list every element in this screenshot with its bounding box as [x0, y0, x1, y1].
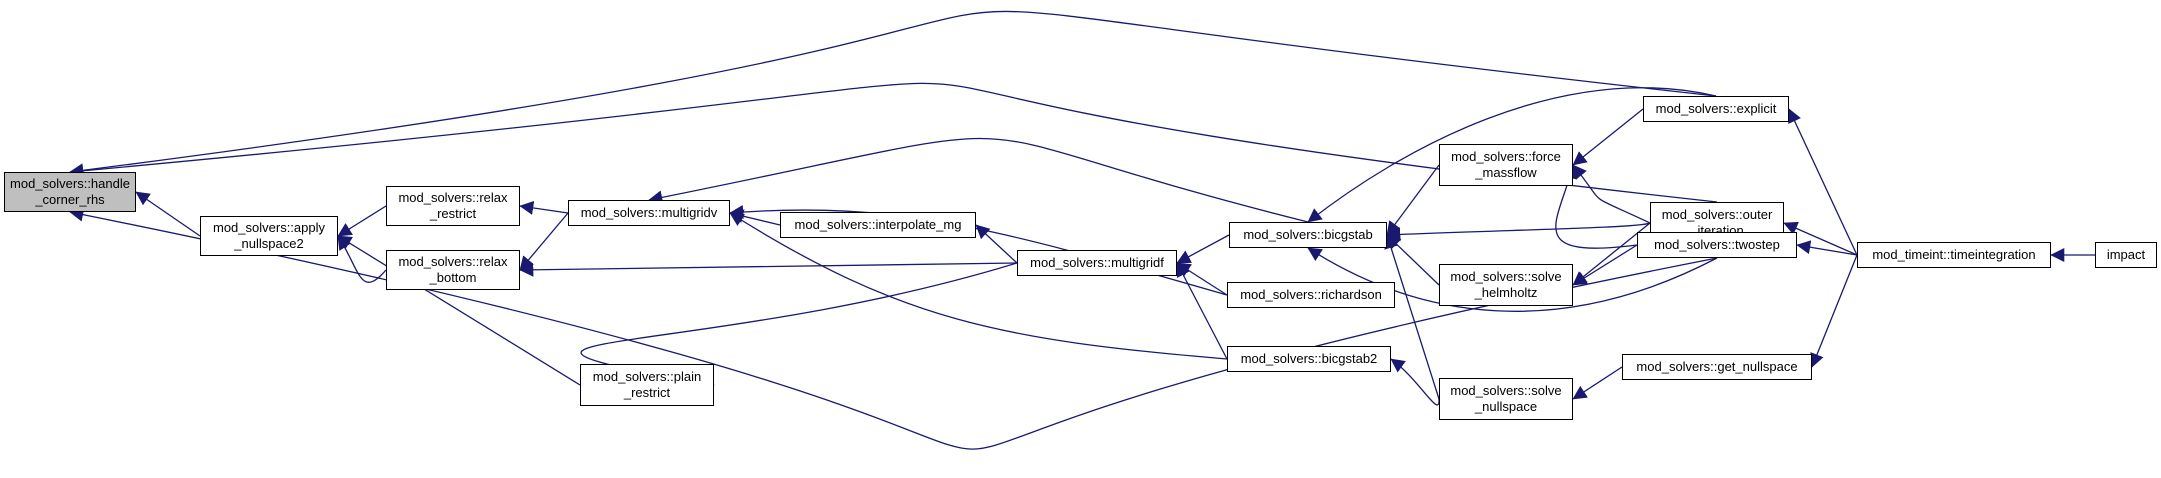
- node-label-line1: mod_solvers::outer: [1661, 207, 1773, 222]
- edge-solve_nullspace-to-bicgstab2: [1390, 358, 1440, 406]
- node-label-line2: _restrict: [623, 385, 671, 400]
- node-label-line1: mod_solvers::interpolate_mg: [794, 217, 962, 232]
- edge-timeintegration-to-twostep: [1796, 240, 1858, 256]
- node-label-line1: mod_solvers::handle: [10, 176, 130, 191]
- node-label-line1: mod_timeint::timeintegration: [1872, 247, 2036, 262]
- edge-relax_bottom-to-apply_nullspace2: [337, 235, 387, 283]
- node-solve-helmholtz[interactable]: mod_solvers::solve _helmholtz: [1439, 264, 1573, 306]
- edge-twostep-to-bicgstab: [1307, 247, 1718, 312]
- edge-solve_nullspace-to-bicgstab: [1384, 234, 1440, 400]
- edge-richardson-to-multigridf: [1176, 262, 1228, 296]
- edge-bicgstab-to-multigridv: [648, 137, 1309, 223]
- node-relax-bottom[interactable]: mod_solvers::relax _bottom: [386, 250, 520, 290]
- node-impact[interactable]: impact: [2095, 242, 2157, 268]
- node-label-line1: mod_solvers::multigridf: [1030, 255, 1164, 270]
- edge-outer_iteration-to-force_massflow: [1572, 164, 1651, 224]
- edge-get_nullspace-to-solve_nullspace: [1572, 366, 1623, 400]
- edge-outer_iteration-to-bicgstab: [1386, 222, 1651, 242]
- node-label-line1: mod_solvers::solve: [1450, 383, 1562, 398]
- edge-interpolate_mg-to-multigridv: [729, 209, 781, 226]
- node-label-line1: impact: [2106, 247, 2146, 262]
- node-label-line2: _corner_rhs: [35, 192, 105, 207]
- node-label-line1: mod_solvers::multigridv: [580, 205, 718, 220]
- node-label-line1: mod_solvers::plain: [592, 369, 702, 384]
- node-label-line1: mod_solvers::relax: [398, 254, 508, 269]
- node-explicit[interactable]: mod_solvers::explicit: [1643, 96, 1789, 122]
- node-label-line1: mod_solvers::explicit: [1655, 101, 1777, 116]
- edge-bicgstab2-to-multigridf: [1176, 262, 1228, 360]
- node-label-line2: _nullspace2: [234, 236, 304, 251]
- node-richardson[interactable]: mod_solvers::richardson: [1227, 282, 1395, 308]
- edge-relax_restrict-to-apply_nullspace2: [337, 205, 387, 237]
- node-label-line1: mod_solvers::bicgstab2: [1240, 351, 1378, 366]
- node-bicgstab[interactable]: mod_solvers::bicgstab: [1229, 222, 1387, 248]
- edge-multigridf-to-interpolate_mg: [975, 224, 1018, 264]
- edge-explicit-to-handle_corner_rhs: [69, 10, 1717, 178]
- edge-twostep-to-solve_helmholtz: [1572, 244, 1638, 286]
- edge-timeintegration-to-get_nullspace: [1810, 254, 1858, 368]
- node-plain-restrict[interactable]: mod_solvers::plain _restrict: [580, 364, 714, 406]
- node-label-line1: mod_solvers::richardson: [1240, 287, 1382, 302]
- node-get-nullspace[interactable]: mod_solvers::get_nullspace: [1622, 354, 1812, 380]
- edge-explicit-to-force_massflow: [1572, 108, 1644, 166]
- node-label-line2: _nullspace: [1474, 399, 1538, 414]
- node-label-line2: _restrict: [429, 206, 477, 221]
- edge-plain_restrict-to-apply_nullspace2: [337, 235, 581, 386]
- edge-bicgstab-to-multigridf: [1176, 234, 1230, 264]
- node-solve-nullspace[interactable]: mod_solvers::solve _nullspace: [1439, 378, 1573, 420]
- edge-multigridf-to-relax_bottom: [519, 262, 1018, 277]
- node-relax-restrict[interactable]: mod_solvers::relax _restrict: [386, 186, 520, 226]
- node-label-line1: mod_solvers::bicgstab: [1243, 227, 1373, 242]
- node-label-line2: _bottom: [429, 270, 477, 285]
- node-label-line2: _helmholtz: [1474, 285, 1538, 300]
- edge-layer: [69, 10, 2095, 450]
- node-twostep[interactable]: mod_solvers::twostep: [1637, 232, 1797, 258]
- node-label-line1: mod_solvers::solve: [1450, 269, 1562, 284]
- node-handle-corner-rhs: mod_solvers::handle _corner_rhs: [4, 172, 136, 212]
- edge-force_massflow-to-bicgstab: [1386, 164, 1440, 236]
- edge-outer_iteration-to-handle_corner_rhs: [69, 82, 1718, 203]
- node-label-line1: mod_solvers::force: [1451, 149, 1561, 164]
- node-label-line1: mod_solvers::apply: [213, 220, 325, 235]
- edge-timeintegration-to-explicit: [1788, 108, 1858, 256]
- edge-multigridv-to-relax_bottom: [519, 212, 569, 271]
- node-apply-nullspace2[interactable]: mod_solvers::apply _nullspace2: [200, 216, 338, 256]
- edge-timeintegration-to-outer_iteration: [1783, 221, 1858, 256]
- node-label-line1: mod_solvers::relax: [398, 190, 508, 205]
- node-label-line1: mod_solvers::twostep: [1654, 237, 1780, 252]
- edge-bicgstab2-to-multigridv: [729, 212, 1228, 360]
- edge-explicit-to-bicgstab: [1307, 87, 1717, 223]
- node-force-massflow[interactable]: mod_solvers::force _massflow: [1439, 144, 1573, 186]
- node-label-line2: _massflow: [1475, 165, 1537, 180]
- edge-apply_nullspace2-to-handle_corner_rhs: [135, 191, 201, 237]
- node-bicgstab2[interactable]: mod_solvers::bicgstab2: [1227, 346, 1391, 372]
- node-interpolate-mg[interactable]: mod_solvers::interpolate_mg: [780, 212, 976, 238]
- edge-multigridv-to-relax_restrict: [519, 200, 569, 215]
- node-label-line1: mod_solvers::get_nullspace: [1636, 359, 1798, 374]
- node-multigridf[interactable]: mod_solvers::multigridf: [1017, 250, 1177, 276]
- node-multigridv[interactable]: mod_solvers::multigridv: [568, 200, 730, 226]
- node-timeintegration[interactable]: mod_timeint::timeintegration: [1857, 242, 2051, 268]
